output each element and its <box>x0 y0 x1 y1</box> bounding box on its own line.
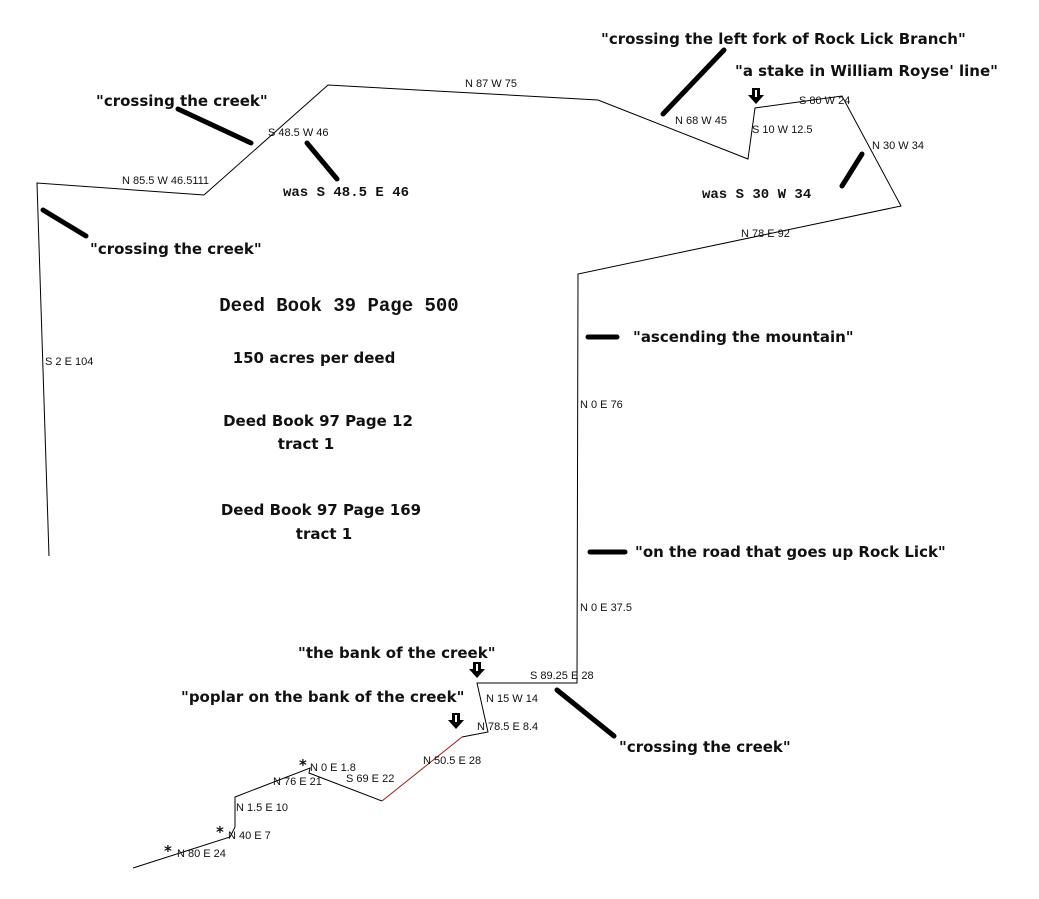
bearing-label: N 85.5 W 46.5111 <box>122 175 209 187</box>
plat-title: Deed Book 39 Page 500 <box>219 295 458 317</box>
call-quote: "poplar on the bank of the creek" <box>181 688 464 706</box>
call-quote: "ascending the mountain" <box>633 328 854 346</box>
bearing-label: N 40 E 7 <box>228 830 271 842</box>
bearing-label: S 69 E 22 <box>346 773 394 785</box>
boundary-red-segment <box>381 736 463 802</box>
bearing-label: N 78.5 E 8.4 <box>477 721 538 733</box>
bearing-label: S 48.5 W 46 <box>268 127 329 139</box>
pointer-left-fork <box>660 47 727 117</box>
bearing-label: N 1.5 E 10 <box>236 802 288 814</box>
bearing-label: N 15 W 14 <box>486 693 538 705</box>
call-quote: "on the road that goes up Rock Lick" <box>635 543 946 561</box>
bearing-label: N 0 E 1.8 <box>310 762 356 774</box>
bearing-label: N 76 E 21 <box>273 776 322 788</box>
call-quote: "crossing the left fork of Rock Lick Bra… <box>601 30 966 48</box>
reference-line: tract 1 <box>278 435 334 453</box>
bearing-label: N 30 W 34 <box>872 140 924 152</box>
bearing-label: S 2 E 104 <box>45 356 93 368</box>
bearing-label: N 68 W 45 <box>675 115 727 127</box>
bearing-label: N 78 E 92 <box>741 228 790 240</box>
bearing-label: N 0 E 76 <box>580 399 623 411</box>
bearing-label: N 0 E 37.5 <box>580 602 632 614</box>
reference-line: Deed Book 97 Page 169 <box>221 501 421 519</box>
call-quote: "crossing the creek" <box>619 738 791 756</box>
star-marker: * <box>164 842 172 860</box>
boundary-line <box>36 84 902 738</box>
acreage-label: 150 acres per deed <box>233 349 396 367</box>
pointer-creek-left <box>40 207 89 239</box>
call-quote: "the bank of the creek" <box>298 644 496 662</box>
boundary-line-south <box>132 767 383 869</box>
pointer-creek-top <box>175 106 254 146</box>
call-quote: "crossing the creek" <box>96 92 268 110</box>
pointer-creek-bottom <box>554 687 617 739</box>
down-arrow-icon <box>448 713 464 729</box>
correction-note: was S 48.5 E 46 <box>283 185 409 201</box>
correction-note: was S 30 W 34 <box>702 187 811 203</box>
bearing-label: N 80 E 24 <box>177 848 226 860</box>
reference-line: Deed Book 97 Page 12 <box>223 412 413 430</box>
pointer-was-1 <box>304 140 340 182</box>
reference-line: tract 1 <box>296 525 352 543</box>
bearing-label: N 50.5 E 28 <box>423 755 481 767</box>
bearing-label: S 10 W 12.5 <box>752 124 813 136</box>
bearing-label: N 87 W 75 <box>465 78 517 90</box>
pointer-was-2 <box>839 151 865 189</box>
bearing-label: S 80 W 24 <box>799 95 850 107</box>
star-marker: * <box>216 823 224 841</box>
call-quote: "crossing the creek" <box>90 240 262 258</box>
star-marker: * <box>299 756 307 774</box>
down-arrow-icon <box>748 88 764 104</box>
down-arrow-icon <box>469 662 485 678</box>
bearing-label: S 89.25 E 28 <box>530 670 594 682</box>
call-quote: "a stake in William Royse' line" <box>735 62 998 80</box>
